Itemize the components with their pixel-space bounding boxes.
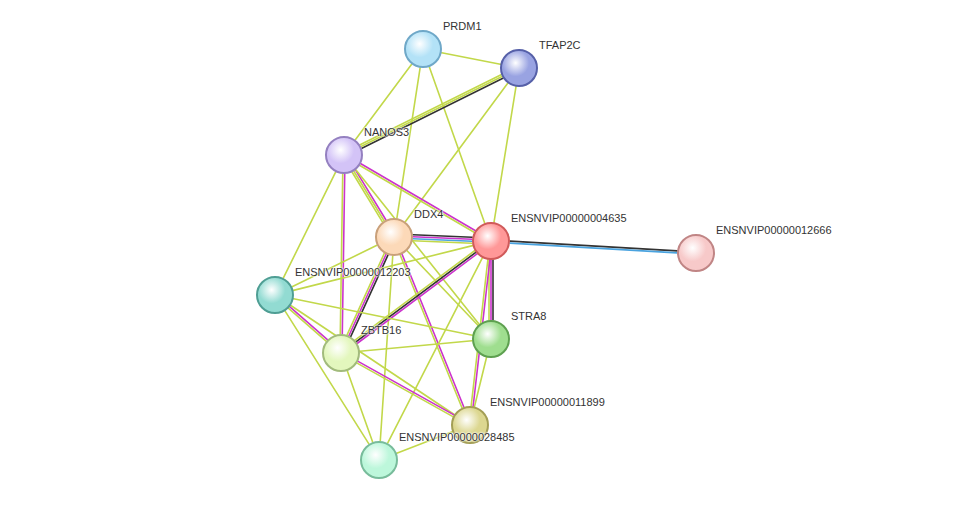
evidence-line xyxy=(360,75,501,145)
protein-node: NANOS3 xyxy=(325,136,363,174)
evidence-line xyxy=(475,357,487,406)
evidence-line xyxy=(442,53,501,65)
interaction-edge xyxy=(360,341,472,351)
interaction-edge xyxy=(294,299,473,335)
protein-node: ENSNVIP00000028485 xyxy=(360,441,398,479)
evidence-line xyxy=(290,307,327,340)
evidence-line xyxy=(361,76,502,146)
protein-node: ENSNVIP00000004635 xyxy=(472,222,510,260)
evidence-line xyxy=(362,78,503,148)
protein-node: TFAP2C xyxy=(500,49,538,87)
node-label: ENSNVIP00000012203 xyxy=(295,266,411,278)
evidence-line xyxy=(510,243,677,253)
evidence-line xyxy=(285,311,369,444)
protein-node: PRDM1 xyxy=(404,30,442,68)
interaction-edge xyxy=(413,235,472,243)
evidence-line xyxy=(355,251,475,340)
interaction-edge xyxy=(283,172,335,278)
interaction-edge xyxy=(442,53,501,65)
interaction-edge xyxy=(429,67,484,223)
evidence-line xyxy=(355,64,411,140)
evidence-line xyxy=(356,252,476,341)
evidence-line xyxy=(347,371,372,442)
protein-node: ENSNVIP00000012666 xyxy=(677,234,715,272)
node-label: ZBTB16 xyxy=(361,324,401,336)
node-label: ENSNVIP00000012666 xyxy=(716,224,832,236)
node-label: ENSNVIP00000004635 xyxy=(511,212,627,224)
node-label: NANOS3 xyxy=(364,126,409,138)
evidence-line xyxy=(360,165,474,232)
interaction-edge xyxy=(357,361,454,416)
evidence-line xyxy=(360,341,472,351)
protein-node: ENSNVIP00000012203 xyxy=(256,276,294,314)
interaction-edge xyxy=(355,251,477,343)
protein-node: ZBTB16 xyxy=(322,334,360,372)
interaction-edge xyxy=(289,307,328,341)
evidence-line xyxy=(402,254,464,407)
evidence-line xyxy=(357,363,453,416)
interaction-edge xyxy=(285,311,369,444)
interaction-edge xyxy=(360,164,475,233)
interaction-edge xyxy=(347,371,372,442)
interaction-edge xyxy=(340,174,344,334)
node-label: DDX4 xyxy=(414,208,443,220)
evidence-line xyxy=(413,241,472,243)
evidence-line xyxy=(283,172,335,278)
evidence-line xyxy=(494,87,516,222)
evidence-line xyxy=(354,171,384,221)
evidence-line xyxy=(510,241,677,251)
node-label: TFAP2C xyxy=(539,39,581,51)
evidence-line xyxy=(294,299,473,335)
interaction-edge xyxy=(510,241,677,253)
interaction-edge xyxy=(355,64,411,140)
node-label: ENSNVIP00000011899 xyxy=(490,396,605,408)
node-label: ENSNVIP00000028485 xyxy=(399,431,515,443)
protein-node: STRA8 xyxy=(472,320,510,358)
node-label: STRA8 xyxy=(511,310,546,322)
interaction-edge xyxy=(475,357,487,406)
evidence-line xyxy=(429,67,484,223)
node-label: PRDM1 xyxy=(443,20,482,32)
interaction-edge xyxy=(360,75,503,149)
evidence-line xyxy=(340,174,342,334)
evidence-line xyxy=(490,260,492,320)
evidence-line xyxy=(492,260,494,320)
evidence-line xyxy=(358,361,454,414)
protein-node: DDX4 xyxy=(375,218,413,256)
interaction-edge xyxy=(494,87,516,222)
